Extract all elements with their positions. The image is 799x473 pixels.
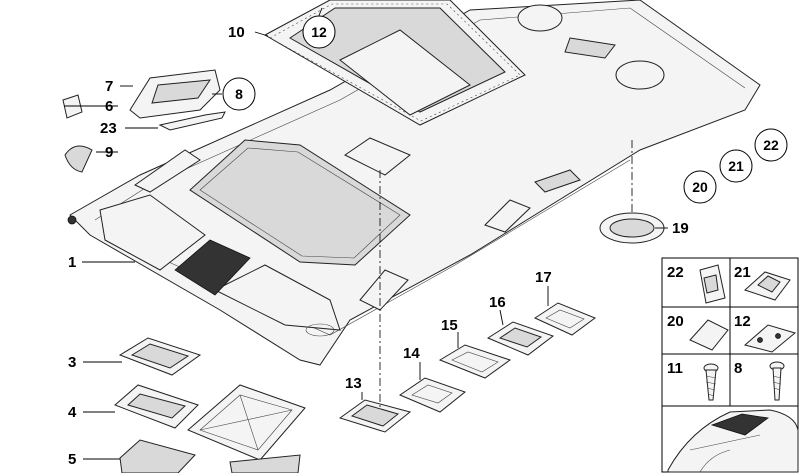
car-locator-illustration (667, 409, 799, 473)
frame-part-5 (119, 439, 196, 473)
callout-15: 15 (441, 317, 458, 334)
parts-grid: 22 21 20 12 11 8 (661, 257, 799, 473)
clip-20-illustration (689, 319, 729, 351)
clip-22-illustration (699, 264, 726, 304)
cover-17 (533, 302, 597, 336)
grid-label-8: 8 (734, 360, 742, 377)
alignment-lines (379, 140, 633, 410)
callout-23: 23 (100, 120, 117, 137)
callout-5: 5 (68, 451, 76, 468)
callout-13: 13 (345, 375, 362, 392)
callout-19: 19 (672, 220, 689, 237)
lamp-cover-13 (338, 399, 412, 433)
lamp-14 (398, 377, 467, 413)
callout-3: 3 (68, 354, 76, 371)
leader-lines (64, 7, 668, 460)
grid-label-20: 20 (667, 313, 684, 330)
screw-8-illustration (769, 361, 785, 401)
callout-7: 7 (105, 78, 113, 95)
clip-21-illustration (744, 271, 791, 301)
clip-part-9 (64, 145, 93, 173)
handle-part-7 (129, 69, 221, 119)
clip-12-illustration (743, 324, 797, 353)
callout-16: 16 (489, 294, 506, 311)
callout-1: 1 (68, 254, 76, 271)
cover-16 (486, 321, 555, 356)
callout-21-circled: 21 (728, 158, 744, 174)
clip-part-6 (62, 94, 83, 119)
callout-10: 10 (228, 24, 245, 41)
speaker-ring-19 (599, 212, 665, 244)
frame-part-3 (118, 337, 202, 376)
screw-11-illustration (703, 363, 719, 401)
grid-label-21: 21 (734, 264, 751, 281)
bracket-part-23 (158, 111, 226, 131)
callout-4: 4 (68, 404, 77, 421)
callout-9: 9 (105, 144, 113, 161)
callout-14: 14 (403, 345, 420, 362)
sunroof-cover-part (187, 384, 306, 473)
callout-8-circled: 8 (235, 86, 243, 102)
callout-labels: 1 3 4 5 6 7 9 10 13 14 15 16 17 19 23 (68, 24, 689, 468)
headliner-panel (67, 0, 761, 366)
lamp-15 (438, 344, 512, 379)
grid-label-11: 11 (667, 360, 683, 377)
frame-part-4 (114, 384, 199, 429)
callout-22-circled: 22 (763, 137, 779, 153)
callout-12-circled: 12 (311, 24, 327, 40)
callout-17: 17 (535, 269, 552, 286)
grid-label-22: 22 (667, 264, 684, 281)
circled-callouts: 8 12 20 21 22 (222, 15, 788, 204)
grid-label-12: 12 (734, 313, 751, 330)
callout-6: 6 (105, 98, 113, 115)
callout-20-circled: 20 (692, 179, 708, 195)
